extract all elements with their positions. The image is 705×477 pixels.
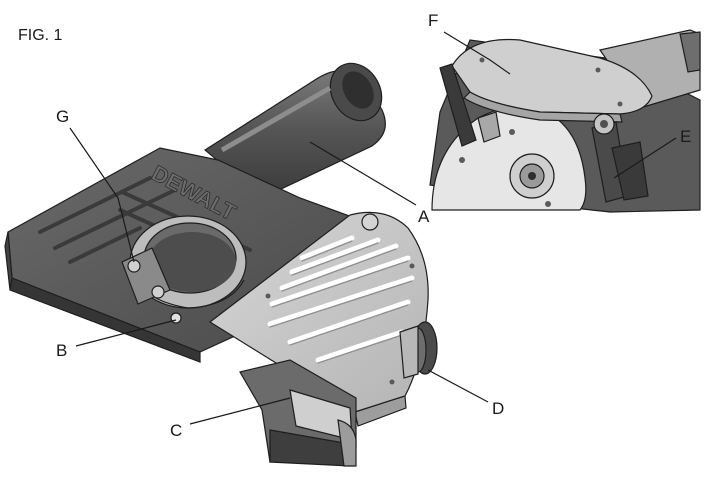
depth-knob	[399, 321, 438, 379]
callout-f: F	[428, 11, 438, 30]
callout-e: E	[680, 127, 691, 146]
figure-title: FIG. 1	[18, 27, 63, 44]
extraction-tube	[203, 62, 386, 199]
leader-lines	[69, 31, 677, 425]
callout-d: D	[492, 399, 504, 418]
callout-c: C	[170, 421, 182, 440]
collar-clamp	[121, 215, 247, 324]
callout-b: B	[56, 341, 67, 360]
cover-knob-icon	[361, 213, 379, 231]
lower-guide	[239, 359, 357, 467]
callout-labels: G A B C D E F	[56, 11, 691, 440]
front-cover-plate	[208, 211, 429, 427]
callout-g: G	[56, 107, 69, 126]
clamp-screw-icon	[151, 285, 165, 299]
inset-detail	[429, 29, 701, 213]
callout-a: A	[418, 207, 430, 226]
dust-shroud-assembly: DEWALT	[4, 62, 438, 467]
cover-slots	[267, 235, 415, 363]
